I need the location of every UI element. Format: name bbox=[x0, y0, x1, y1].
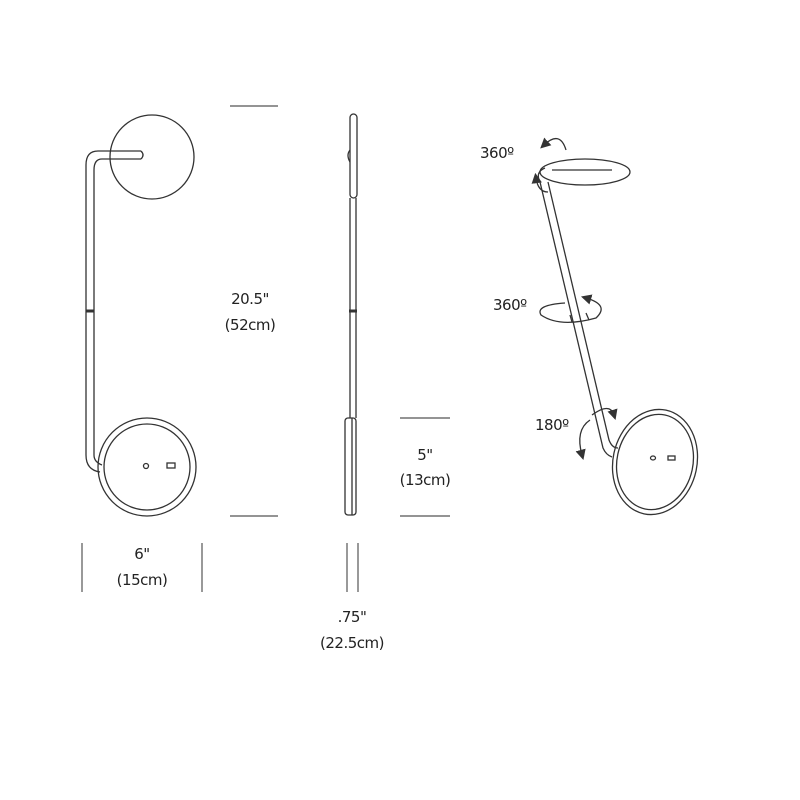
perspective-base-outer bbox=[611, 408, 699, 516]
depth-cm: (22.5cm) bbox=[320, 634, 384, 652]
height-cm: (52cm) bbox=[225, 316, 276, 334]
base-outer bbox=[97, 417, 197, 517]
dimension-lines bbox=[81, 105, 450, 592]
base-button-icon bbox=[142, 462, 150, 470]
base-rotation-label: 180º bbox=[535, 416, 569, 434]
side-view bbox=[344, 113, 358, 516]
width-cm: (15cm) bbox=[117, 571, 168, 589]
height-inches: 20.5" bbox=[231, 290, 269, 308]
base-port-icon bbox=[166, 462, 176, 469]
width-inches: 6" bbox=[134, 545, 149, 563]
lamp-head bbox=[109, 114, 195, 200]
stem-rotation-label: 360º bbox=[493, 296, 527, 314]
perspective-view bbox=[531, 137, 699, 516]
side-base bbox=[344, 417, 357, 516]
perspective-head bbox=[539, 158, 631, 186]
head-rotation-label: 360º bbox=[480, 144, 514, 162]
base-inner bbox=[103, 423, 191, 511]
base-height-inches: 5" bbox=[417, 446, 432, 464]
side-head bbox=[349, 113, 358, 199]
arm-outer bbox=[85, 150, 141, 473]
stem-rotate-arrow-icon bbox=[539, 294, 602, 323]
depth-inches: .75" bbox=[338, 608, 367, 626]
front-view bbox=[85, 114, 197, 517]
perspective-base-inner bbox=[615, 413, 695, 511]
base-height-cm: (13cm) bbox=[400, 471, 451, 489]
base-rotate-arrow-icon bbox=[575, 419, 591, 461]
head-rotate-arrow-icon bbox=[540, 137, 567, 151]
